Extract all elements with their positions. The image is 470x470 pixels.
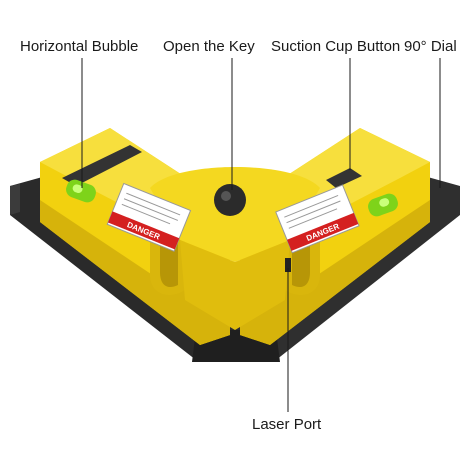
dial-90-label: 90° Dial — [404, 38, 457, 55]
right-warning-label: DANGER — [275, 184, 360, 254]
center-hinge — [150, 167, 320, 330]
vertical-bubble-vial — [368, 193, 398, 217]
horizontal-bubble-label: Horizontal Bubble — [20, 38, 139, 55]
open-the-key-label: Open the Key — [163, 38, 255, 55]
left-warning-label: DANGER — [106, 182, 192, 252]
callout-leader-lines — [81, 58, 441, 412]
suction-cup-button-label: Suction Cup Button — [271, 38, 401, 55]
key-knob-icon — [214, 184, 246, 216]
laser-port-label: Laser Port — [252, 416, 322, 433]
laser-port-slot — [285, 258, 291, 272]
horizontal-bubble-vial — [66, 179, 96, 203]
